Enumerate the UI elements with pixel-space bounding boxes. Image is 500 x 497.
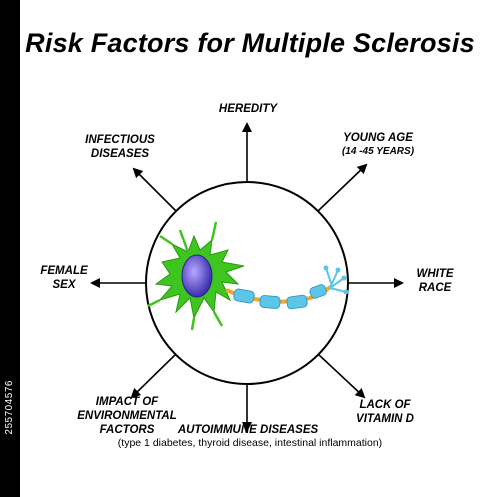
label-female-sex-line1: FEMALE [40, 265, 88, 277]
label-heredity-line1: HEREDITY [218, 103, 278, 115]
label-environmental-line1: IMPACT OF [95, 396, 159, 408]
arrow-infectious [132, 167, 177, 212]
label-heredity: HEREDITY [208, 102, 288, 116]
label-environmental: IMPACT OF ENVIRONMENTAL FACTORS [72, 395, 182, 437]
stock-id-sidebar: 255704576 [0, 0, 20, 497]
label-infectious-line1: INFECTIOUS [85, 134, 155, 146]
label-vitamin-d-line1: LACK OF [359, 399, 411, 411]
label-female-sex: FEMALE SEX [32, 264, 96, 292]
label-environmental-line3: FACTORS [99, 424, 155, 436]
axon-terminals [325, 267, 347, 293]
label-vitamin-d: LACK OF VITAMIN D [340, 398, 430, 426]
label-female-sex-line2: SEX [52, 279, 76, 291]
arrow-vitamin-d [317, 353, 366, 399]
arrow-environmental [130, 353, 177, 399]
label-white-race-line1: WHITE [416, 268, 454, 280]
label-vitamin-d-line2: VITAMIN D [356, 413, 414, 425]
label-infectious-line2: DISEASES [90, 148, 150, 160]
arrows [90, 122, 404, 432]
label-environmental-line2: ENVIRONMENTAL [77, 410, 177, 422]
myelin-sheath [233, 284, 327, 310]
label-autoimmune-line1: AUTOIMMUNE DISEASES [177, 424, 319, 436]
label-young-age-line2: (14 -45 YEARS) [341, 146, 415, 157]
label-autoimmune-subtext: (type 1 diabetes, thyroid disease, intes… [117, 437, 383, 449]
diagram-title: Risk Factors for Multiple Sclerosis [25, 28, 475, 58]
label-young-age-line1: YOUNG AGE [343, 132, 413, 144]
label-young-age: YOUNG AGE (14 -45 YEARS) [328, 131, 428, 159]
nucleus [181, 254, 213, 298]
label-white-race: WHITE RACE [400, 267, 470, 295]
arrow-young-age [317, 163, 368, 212]
label-autoimmune: AUTOIMMUNE DISEASES [148, 423, 348, 437]
label-infectious: INFECTIOUS DISEASES [70, 133, 170, 161]
neuron-illustration [147, 221, 349, 331]
label-white-race-line2: RACE [418, 282, 452, 294]
